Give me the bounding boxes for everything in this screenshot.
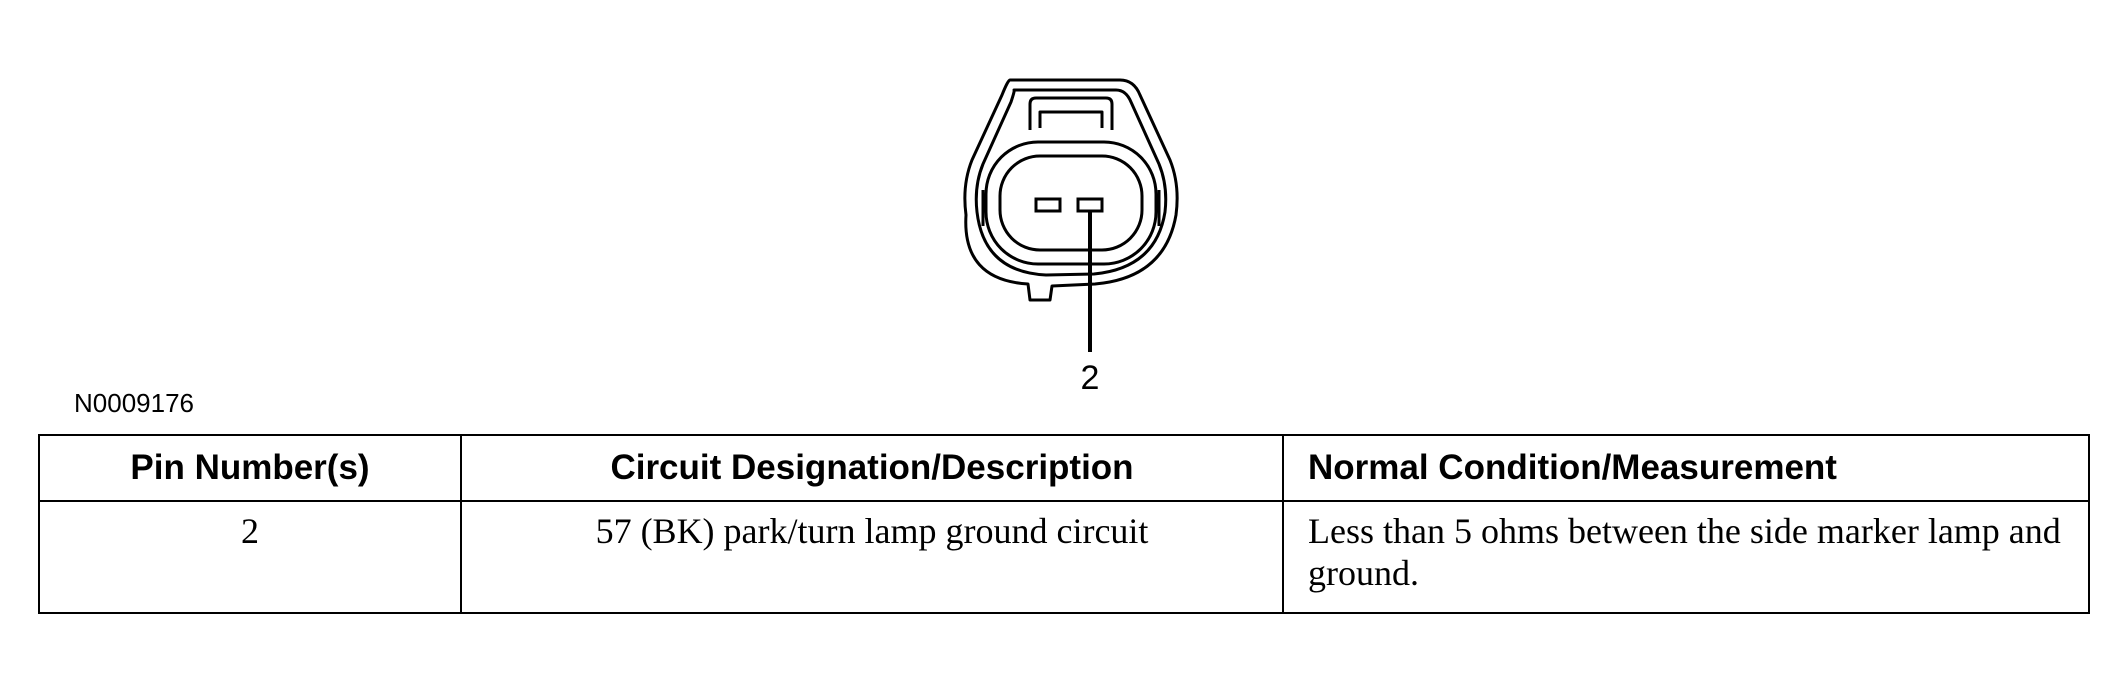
pin-callout-label: 2: [1080, 359, 1100, 397]
table-header-row: Pin Number(s) Circuit Designation/Descri…: [38, 434, 2090, 502]
cell-circuit: 57 (BK) park/turn lamp ground circuit: [460, 500, 1284, 614]
table-row: 2 57 (BK) park/turn lamp ground circuit …: [38, 500, 2090, 614]
connector-face-diagram: [963, 78, 1179, 352]
connector-housing: [963, 78, 1179, 302]
terminal-cavities: [1034, 197, 1104, 213]
cell-condition: Less than 5 ohms between the side marker…: [1282, 500, 2090, 614]
column-header-pin-number: Pin Number(s): [38, 434, 462, 502]
pin-1-cavity: [1034, 197, 1062, 213]
figure-id: N0009176: [74, 388, 194, 418]
column-header-circuit: Circuit Designation/Description: [460, 434, 1284, 502]
column-header-condition: Normal Condition/Measurement: [1282, 434, 2090, 502]
pinout-table: Pin Number(s) Circuit Designation/Descri…: [38, 434, 2090, 614]
cell-pin-number: 2: [38, 500, 462, 614]
pin-2-cavity: [1076, 197, 1104, 213]
